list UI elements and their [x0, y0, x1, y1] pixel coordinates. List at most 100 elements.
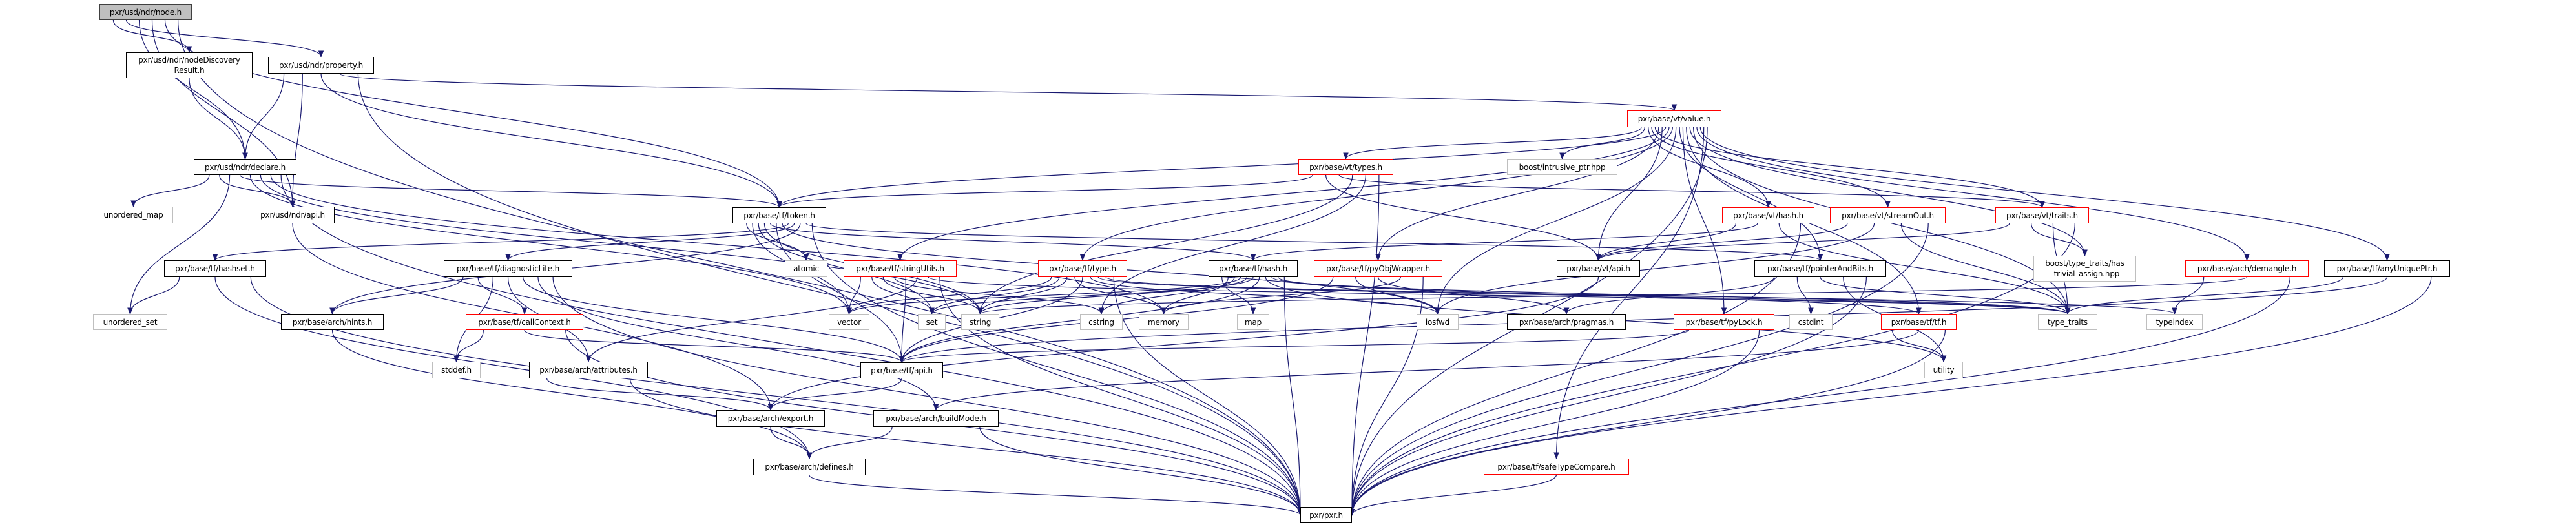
graph-node-map: map [1237, 314, 1269, 330]
graph-node-utility: utility [1924, 362, 1963, 378]
edge-vt-types-to-vt-api [1325, 174, 1601, 262]
graph-node-tf-api[interactable]: pxr/base/tf/api.h [860, 362, 943, 378]
graph-node-arch-attributes[interactable]: pxr/base/arch/attributes.h [529, 362, 648, 378]
graph-node-ndr-discovery[interactable]: pxr/usd/ndr/nodeDiscovery Result.h [126, 52, 253, 78]
edge-tf-pyobjwrapper-to-iosfwd [1355, 276, 1440, 315]
edge-vt-streamout-to-pxr [1349, 223, 1929, 516]
edge-tf-diaglite-to-pxr [552, 276, 1304, 516]
edge-tf-type-to-set [929, 276, 1060, 315]
edge-vt-value-to-tf-anyuniqueptr [1699, 127, 2390, 262]
edge-tf-type-to-vector [846, 276, 1052, 315]
graph-node-vt-traits[interactable]: pxr/base/vt/traits.h [1995, 207, 2089, 223]
edge-tf-pointerandbits-to-arch-pragmas [1563, 276, 1775, 315]
graph-node-tf-token[interactable]: pxr/base/tf/token.h [732, 207, 826, 223]
edge-tf-hash-to-memory [1161, 276, 1229, 315]
graph-node-unordered-set: unordered_set [93, 314, 167, 330]
edge-tf-diaglite-to-tf-api [523, 276, 905, 364]
edge-node-to-ndr-property [125, 19, 324, 58]
edge-ndr-declare-to-unordered-set [127, 174, 231, 315]
edge-vt-hash-to-vt-api [1595, 223, 1736, 262]
edge-tf-callcontext-to-tf-api [524, 329, 905, 364]
graph-node-vt-value[interactable]: pxr/base/vt/value.h [1627, 110, 1721, 127]
graph-node-tf-hash[interactable]: pxr/base/tf/hash.h [1209, 260, 1298, 277]
edge-tf-type-to-pxr [1113, 276, 1304, 516]
edge-arch-buildmode-to-pxr [979, 426, 1304, 516]
edge-tf-pylock-to-tf-api [899, 329, 1689, 364]
graph-node-pxr[interactable]: pxr/pxr.h [1300, 507, 1352, 523]
edge-tf-type-to-type-traits [1097, 276, 2070, 315]
edge-vt-traits-to-vt-api [1595, 223, 2010, 262]
edge-vt-value-to-tf-pylock [1682, 127, 1727, 315]
graph-node-ndr-property[interactable]: pxr/usd/ndr/property.h [268, 57, 374, 74]
graph-node-arch-hints[interactable]: pxr/base/arch/hints.h [281, 314, 384, 330]
graph-node-set: set [918, 314, 946, 330]
edge-tf-hash-to-pxr [1283, 276, 1304, 516]
edge-tf-callcontext-to-stddef [453, 329, 484, 363]
edge-arch-hints-to-arch-defines [331, 329, 813, 460]
graph-node-tf-type[interactable]: pxr/base/tf/type.h [1038, 260, 1127, 277]
graph-node-ndr-declare[interactable]: pxr/usd/ndr/declare.h [194, 159, 296, 175]
edge-arch-defines-to-pxr [809, 475, 1304, 516]
edge-tf-pyobjwrapper-to-arch-pragmas [1377, 276, 1570, 315]
edge-tf-pyobjwrapper-to-memory [1161, 276, 1401, 315]
edge-tf-tf-to-arch-buildmode [933, 329, 1920, 411]
graph-node-type-traits: type_traits [2038, 314, 2097, 330]
edge-vt-value-to-tf-safetypecompare [1553, 127, 1705, 460]
edge-tf-hash-to-map [1221, 276, 1256, 315]
edge-vt-streamout-to-iosfwd [1435, 223, 1875, 315]
graph-node-vt-types[interactable]: pxr/base/vt/types.h [1298, 159, 1393, 175]
edge-arch-buildmode-to-arch-defines [806, 426, 893, 460]
graph-node-vt-streamout[interactable]: pxr/base/vt/streamOut.h [1830, 207, 1946, 223]
graph-node-arch-buildmode[interactable]: pxr/base/arch/buildMode.h [873, 410, 999, 427]
edge-tf-stringutils-to-string [882, 276, 983, 315]
graph-node-boost-intrusive: boost/intrusive_ptr.hpp [1507, 159, 1617, 175]
graph-node-tf-tf[interactable]: pxr/base/tf/tf.h [1881, 314, 1957, 330]
edge-vt-types-to-vt-traits [1338, 174, 2045, 209]
graph-node-tf-pointerandbits[interactable]: pxr/base/tf/pointerAndBits.h [1754, 260, 1886, 277]
edge-tf-diaglite-to-tf-callcontext [477, 276, 528, 315]
edge-ndr-property-to-tf-token [320, 73, 782, 209]
graph-node-arch-pragmas[interactable]: pxr/base/arch/pragmas.h [1507, 314, 1626, 330]
edge-vt-value-to-vt-types [1343, 127, 1642, 160]
edge-tf-diaglite-to-arch-buildmode [537, 276, 939, 411]
edge-ndr-property-to-ndr-api [289, 73, 303, 208]
graph-node-arch-defines[interactable]: pxr/base/arch/defines.h [753, 459, 866, 475]
graph-node-tf-pylock[interactable]: pxr/base/tf/pyLock.h [1674, 314, 1774, 330]
graph-node-tf-anyuniqueptr[interactable]: pxr/base/tf/anyUniquePtr.h [2324, 260, 2450, 277]
edge-vt-types-to-tf-token [776, 174, 1313, 209]
edge-tf-pylock-to-pxr [1349, 329, 1760, 516]
edge-tf-stringutils-to-arch-attributes [585, 276, 918, 363]
edge-arch-attributes-to-pxr [629, 378, 1304, 516]
graph-node-tf-safetypecompare[interactable]: pxr/base/tf/safeTypeCompare.h [1484, 459, 1629, 475]
edge-node-to-pxr [178, 19, 1304, 516]
edge-ndr-declare-to-memory [270, 174, 1167, 315]
graph-node-arch-demangle[interactable]: pxr/base/arch/demangle.h [2185, 260, 2309, 277]
graph-node-tf-hashset[interactable]: pxr/base/tf/hashset.h [164, 260, 266, 277]
graph-node-vt-api[interactable]: pxr/base/vt/api.h [1557, 260, 1640, 277]
graph-node-memory: memory [1139, 314, 1189, 330]
edge-tf-stringutils-to-type-traits [928, 276, 2070, 315]
edge-node-to-ndr-declare [138, 19, 248, 160]
graph-node-tf-diaglite[interactable]: pxr/base/tf/diagnosticLite.h [444, 260, 572, 277]
edge-vt-value-to-tf-pointerandbits [1679, 127, 1823, 262]
edge-vt-hash-to-tf-hash [1250, 223, 1758, 262]
edge-tf-hash-to-cstring [1098, 276, 1235, 315]
edge-node-to-ndr-discovery [112, 19, 192, 54]
graph-node-tf-pyobjwrapper[interactable]: pxr/base/tf/pyObjWrapper.h [1314, 260, 1442, 277]
graph-node-arch-export[interactable]: pxr/base/arch/export.h [716, 410, 825, 427]
edge-ndr-property-to-pxr [357, 73, 1304, 516]
graph-node-unordered-map: unordered_map [94, 207, 173, 223]
graph-node-cstring: cstring [1080, 314, 1123, 330]
graph-node-ndr-api[interactable]: pxr/usd/ndr/api.h [251, 207, 335, 223]
graph-node-vt-hash[interactable]: pxr/base/vt/hash.h [1722, 207, 1814, 223]
graph-node-tf-callcontext[interactable]: pxr/base/tf/callContext.h [466, 314, 583, 330]
edge-tf-safetypecompare-to-pxr [1349, 474, 1557, 516]
edge-vt-value-to-tf-token [776, 127, 1667, 209]
edge-vt-hash-to-type-traits [1778, 223, 2071, 315]
edge-arch-demangle-to-pxr [1349, 276, 2290, 516]
graph-node-typeindex: typeindex [2146, 314, 2203, 330]
edge-tf-tf-to-pxr [1349, 329, 1946, 516]
edge-vt-traits-to-pxr [1349, 223, 2075, 516]
graph-node-tf-stringutils[interactable]: pxr/base/tf/stringUtils.h [844, 260, 957, 277]
